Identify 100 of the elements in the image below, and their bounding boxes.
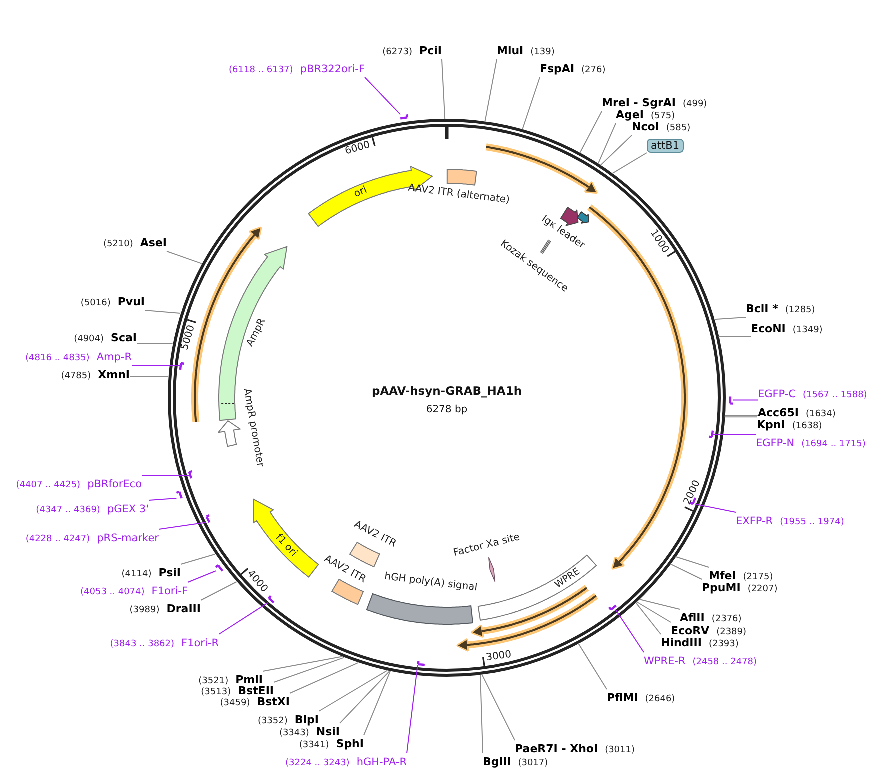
leader-line (484, 59, 498, 122)
primer-mark (688, 497, 696, 506)
feature-symbol (576, 212, 589, 224)
enzyme-label: (4785) XmnI (61, 366, 130, 384)
leader-line (522, 77, 540, 130)
primer-label: (4347 .. 4369) pGEX 3' (36, 500, 149, 518)
leader-line (364, 77, 402, 116)
primer-mark (205, 514, 210, 524)
enzyme-label: (5016) PvuI (80, 294, 145, 310)
primer-mark (188, 470, 193, 480)
leader-line (130, 376, 169, 378)
leader-line (188, 570, 216, 583)
feature-box (446, 169, 477, 186)
scale-label: 5000 (180, 324, 199, 352)
feature-symbol (307, 165, 434, 228)
leader-line (262, 656, 343, 672)
leader-line (318, 670, 388, 712)
scale-label: 3000 (486, 648, 513, 664)
primer-label: WPRE-R (2458 .. 2478) (644, 652, 758, 670)
primer-label: (4407 .. 4425) pBRforEco (16, 476, 142, 492)
leader-line (598, 123, 616, 164)
leader-line (694, 504, 736, 513)
primer-label: (4228 .. 4247) pRS-marker (26, 530, 159, 546)
leader-line (578, 643, 608, 690)
leader-line (675, 556, 710, 568)
primer-mark (267, 595, 275, 604)
orf-feature (456, 593, 598, 652)
leader-line (612, 152, 648, 174)
primer-label: (3843 .. 3862) F1ori-R (110, 634, 219, 652)
primer-mark (176, 490, 183, 500)
feature-tag: attB1 (647, 139, 684, 153)
leader-line (158, 522, 207, 530)
leader-line (580, 111, 602, 154)
enzyme-label: (4904) ScaI (74, 330, 137, 346)
primer-mark (178, 362, 185, 372)
leader-line (714, 317, 746, 320)
leader-line (732, 400, 758, 401)
leader-line (218, 602, 269, 635)
leader-line (200, 582, 238, 601)
leader-line (718, 336, 752, 338)
enzyme-label: BclI * (1285) (746, 300, 816, 318)
enzyme-label: (3989) DraIII (130, 600, 201, 618)
enzyme-label: MreI - SgrAI (499) (602, 94, 708, 112)
feature-label: hGH poly(A) signal (384, 571, 478, 595)
leader-line (364, 670, 391, 736)
feature-label: AAV2 ITR (alternate) (408, 182, 510, 208)
leader-line (615, 609, 644, 653)
primer-mark (400, 114, 409, 120)
leader-line (136, 343, 174, 344)
enzyme-label: FspAI (276) (540, 60, 606, 78)
enzyme-label: (3352) BlpI (258, 712, 319, 728)
leader-line (340, 670, 390, 724)
primer-label: EGFP-C (1567 .. 1588) (758, 386, 868, 402)
feature-label: AmpR promoter (240, 388, 266, 468)
feature-label: Factor Xa site (452, 532, 522, 560)
leader-line (482, 674, 516, 741)
leader-line (132, 365, 180, 366)
leader-line (600, 135, 632, 166)
enzyme-label: (5210) AseI (103, 234, 167, 252)
primer-label: (3224 .. 3243) hGH-PA-R (286, 754, 407, 770)
primer-label: (6118 .. 6137) pBR322ori-F (229, 60, 365, 78)
primer-label: (4816 .. 4835) Amp-R (26, 348, 132, 366)
feature-box (366, 593, 474, 625)
leader-line (712, 434, 756, 435)
leader-line (636, 602, 672, 623)
feature-label: AAV2 ITR (352, 519, 398, 551)
enzyme-label: PflMI (2646) (607, 690, 676, 706)
enzyme-label: (4114) PsiI (122, 564, 181, 582)
site-mark (488, 557, 496, 582)
enzyme-label: (3341) SphI (299, 736, 364, 752)
leader-line (480, 674, 484, 754)
enzyme-label: EcoNI (1349) (751, 320, 823, 338)
leader-line (636, 602, 662, 635)
feature-symbol (218, 246, 288, 422)
enzyme-label: NcoI (585) (632, 118, 691, 136)
leader-line (406, 664, 418, 754)
leader-line (290, 662, 360, 694)
enzyme-label: MluI (139) (497, 42, 555, 60)
feature-symbol (218, 420, 240, 448)
leader-line (670, 564, 702, 580)
leader-line (180, 554, 216, 565)
primer-mark (416, 660, 426, 666)
feature-label: ori (352, 185, 369, 202)
feature-box (348, 542, 380, 568)
enzyme-label: (6273) PciI (382, 42, 442, 60)
feature-label: f1 ori (273, 532, 300, 560)
leader-line (638, 599, 680, 610)
scale-label: 6000 (344, 140, 372, 158)
plasmid-name: pAAV-hsyn-GRAB_HA1h (372, 384, 522, 398)
plasmid-size: 6278 bp (426, 404, 468, 416)
primer-mark (608, 604, 617, 611)
leader-line (144, 310, 182, 314)
primer-label: EXFP-R (1955 .. 1974) (736, 512, 844, 530)
feature-symbol (560, 207, 578, 226)
primer-label: EGFP-N (1694 .. 1715) (756, 434, 866, 452)
primer-mark (729, 396, 734, 405)
leader-line (442, 59, 446, 120)
feature-box (477, 554, 598, 622)
leader-line (166, 251, 202, 264)
leader-line (274, 657, 345, 683)
